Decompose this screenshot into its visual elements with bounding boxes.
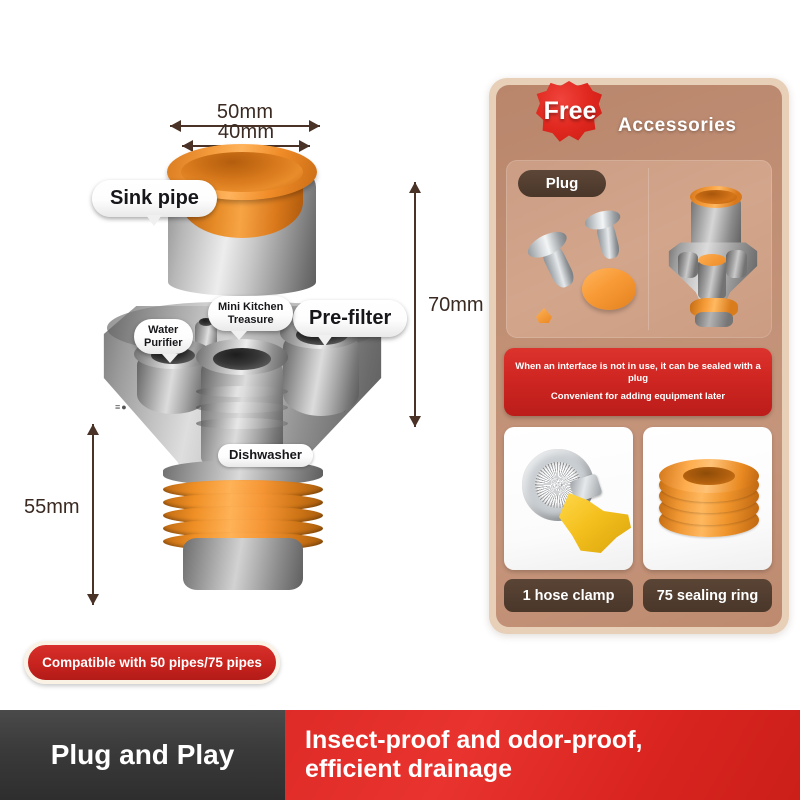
arrow-left-icon: [170, 120, 181, 132]
product-illustration-area: 50mm 40mm 70mm 55mm: [0, 0, 490, 700]
accessory-card-caption: 75 sealing ring: [643, 579, 772, 612]
thumb-port: [726, 250, 747, 278]
port-opening: [199, 318, 213, 326]
dimension-lower-height-label: 55mm: [24, 496, 80, 518]
arrow-down-icon: [409, 416, 421, 427]
ring-stack: [659, 459, 759, 537]
plug-card: Plug: [506, 160, 772, 338]
plug-note-line-1: When an interface is not in use, it can …: [515, 360, 761, 384]
callout-mini-kitchen-treasure: Mini Kitchen Treasure: [208, 296, 294, 332]
callout-sink-pipe: Sink pipe: [92, 180, 217, 217]
plug-note-banner: When an interface is not in use, it can …: [504, 348, 772, 416]
dimension-line: [414, 182, 416, 427]
bottom-banner-right: Insect-proof and odor-proof, efficient d…: [285, 710, 800, 800]
dimension-line: [170, 125, 320, 127]
threaded-outlet: [155, 460, 331, 590]
compatibility-pill: Compatible with 50 pipes/75 pipes: [24, 641, 280, 684]
accessories-panel: Free Accessories Plug: [489, 78, 789, 634]
sealing-ring-icon: [643, 427, 772, 570]
port-opening: [213, 348, 271, 370]
port-rib: [196, 402, 288, 413]
device-thumbnail-image: [661, 178, 765, 327]
accessory-card-sealing-ring: 75 sealing ring: [643, 427, 772, 612]
plug-note-line-2: Convenient for adding equipment later: [550, 391, 726, 403]
outlet-foot: [183, 538, 303, 590]
seal-ring-bore: [683, 467, 735, 485]
bottom-banner-left-text: Plug and Play: [0, 710, 285, 800]
dimension-line: [92, 424, 94, 605]
clamp-wing-handle: [559, 493, 631, 553]
hose-clamp-icon: [504, 427, 633, 570]
accessory-cards-grid: 1 hose clamp 75 sealing ring: [504, 427, 772, 612]
callout-dishwasher: Dishwasher: [218, 444, 313, 467]
thumb-port-cap: [698, 254, 726, 266]
callout-pre-filter: Pre-filter: [293, 300, 408, 337]
arrow-right-icon: [309, 120, 320, 132]
plug-nub-icon: [536, 308, 552, 323]
arrow-up-icon: [409, 182, 421, 193]
accessory-card-caption: 1 hose clamp: [504, 579, 633, 612]
body-marking-left: ≡●: [115, 402, 128, 412]
dimension-inner-diameter-label: 40mm: [217, 121, 275, 143]
card-divider: [648, 168, 649, 330]
arrow-up-icon: [87, 424, 99, 435]
arrow-right-icon: [299, 140, 310, 152]
accessories-panel-inner: Free Accessories Plug: [496, 81, 782, 627]
dimension-height-label: 70mm: [428, 294, 484, 316]
port-rib: [196, 418, 288, 429]
thumb-pipe-bore: [695, 190, 737, 204]
bottom-banner-line-1: Insect-proof and odor-proof,: [305, 725, 643, 754]
accessories-title: Accessories: [618, 115, 737, 136]
thumb-foot: [695, 312, 733, 327]
arrow-down-icon: [87, 594, 99, 605]
dimension-outer-diameter-label: 50mm: [216, 101, 274, 123]
arrow-left-icon: [182, 140, 193, 152]
free-badge-label: Free: [543, 97, 597, 125]
bottom-banner: Plug and Play Insect-proof and odor-proo…: [0, 710, 800, 800]
bottom-banner-line-2: efficient drainage: [305, 755, 512, 783]
thumb-port: [678, 252, 698, 278]
plug-tag-label: Plug: [518, 170, 606, 197]
accessory-card-hose-clamp: 1 hose clamp: [504, 427, 633, 612]
callout-water-purifier: Water Purifier: [134, 319, 193, 355]
port-rib: [196, 386, 288, 397]
plug-cap-disc-icon: [582, 268, 636, 310]
